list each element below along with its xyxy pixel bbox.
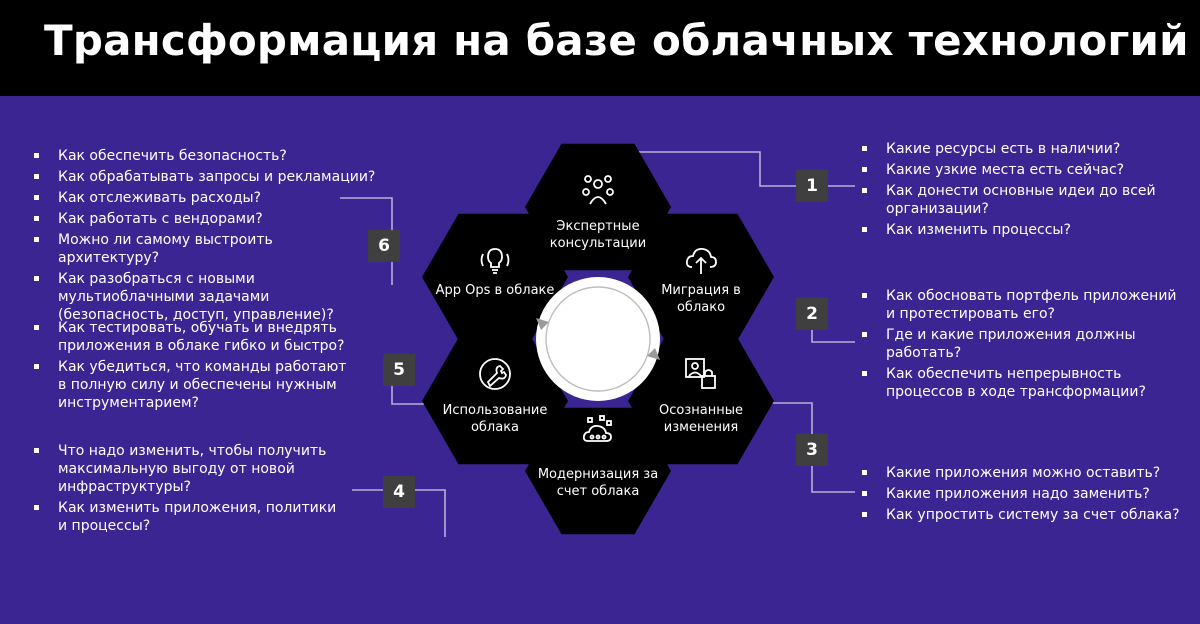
hexagon-label-4: Модернизация за счет облака	[537, 467, 659, 499]
center-cycle	[536, 277, 660, 401]
wrench-gear-icon	[479, 358, 511, 390]
question-item: Как работать с вендорами?	[32, 210, 377, 228]
question-item: Как обосновать портфель приложений и про…	[860, 287, 1190, 323]
step-number-4: 4	[383, 476, 415, 508]
hexagon-label-2: Миграция в облако	[661, 283, 741, 315]
hexagon-stage-5	[422, 337, 568, 465]
people-network-icon	[582, 175, 614, 205]
question-item: Как обеспечить непрерывность процессов в…	[860, 365, 1190, 401]
step-number-2: 2	[796, 298, 828, 330]
question-item: Как обеспечить безопасность?	[32, 147, 377, 165]
question-item: Как изменить процессы?	[860, 221, 1200, 239]
user-lock-icon	[685, 358, 716, 389]
question-list-2: Как обосновать портфель приложений и про…	[860, 287, 1190, 404]
question-item: Какие узкие места есть сейчас?	[860, 161, 1200, 179]
hexagon-stage-3	[628, 337, 774, 465]
hexagon-stage-2	[628, 213, 774, 341]
hexagon-label-5: Использование облака	[442, 403, 548, 435]
question-list-5: Как тестировать, обучать и внедрять прил…	[32, 319, 352, 415]
question-item: Какие приложения можно оставить?	[860, 464, 1190, 482]
question-item: Как изменить приложения, политики и проц…	[32, 499, 342, 535]
cloud-upload-icon	[685, 247, 717, 274]
question-list-1: Какие ресурсы есть в наличии? Какие узкие…	[860, 140, 1200, 242]
question-item: Как тестировать, обучать и внедрять прил…	[32, 319, 352, 355]
step-number-1: 1	[796, 170, 828, 202]
cycle-arrow-left	[536, 318, 549, 330]
hexagon-ring	[422, 143, 774, 535]
lightbulb-cycle-icon	[480, 248, 510, 274]
question-item: Какие ресурсы есть в наличии?	[860, 140, 1200, 158]
page-title: Трансформация на базе облачных технологи…	[44, 16, 1189, 65]
question-item: Как упростить систему за счет облака?	[860, 506, 1190, 524]
question-item: Что надо изменить, чтобы получить максим…	[32, 442, 342, 496]
hexagon-stage-1	[525, 143, 671, 271]
hexagon-label-3: Осознанные изменения	[659, 403, 743, 435]
connector-line-2	[811, 328, 855, 343]
cycle-arrow-right	[647, 348, 660, 360]
question-item: Как отслеживать расходы?	[32, 189, 377, 207]
question-item: Можно ли самому выстроить архитектуру?	[32, 231, 377, 267]
step-number-3: 3	[796, 434, 828, 466]
question-item: Как обрабатывать запросы и рекламации?	[32, 168, 377, 186]
question-item: Какие приложения надо заменить?	[860, 485, 1190, 503]
step-number-6: 6	[368, 230, 400, 262]
question-item: Как разобраться с новыми мультиоблачными…	[32, 270, 377, 324]
question-list-6: Как обеспечить безопасность? Как обрабаты…	[32, 147, 377, 327]
question-item: Как убедиться, что команды работают в по…	[32, 358, 352, 412]
hexagon-label-1: Экспертные консультации	[549, 219, 647, 251]
hexagon-stage-4	[525, 407, 671, 535]
cloud-network-icon	[582, 415, 612, 442]
title-bar: Трансформация на базе облачных технологи…	[0, 0, 1200, 96]
question-list-4: Что надо изменить, чтобы получить максим…	[32, 442, 342, 538]
step-number-5: 5	[383, 354, 415, 386]
center-disc	[536, 277, 660, 401]
question-item: Где и какие приложения должны работать?	[860, 326, 1190, 362]
question-list-3: Какие приложения можно оставить? Какие пр…	[860, 464, 1190, 527]
hexagon-label-6: App Ops в облаке	[435, 283, 555, 298]
hexagon-stage-6	[422, 213, 568, 341]
cycle-circle	[545, 286, 651, 392]
question-item: Как донести основные идеи до всей органи…	[860, 182, 1200, 218]
